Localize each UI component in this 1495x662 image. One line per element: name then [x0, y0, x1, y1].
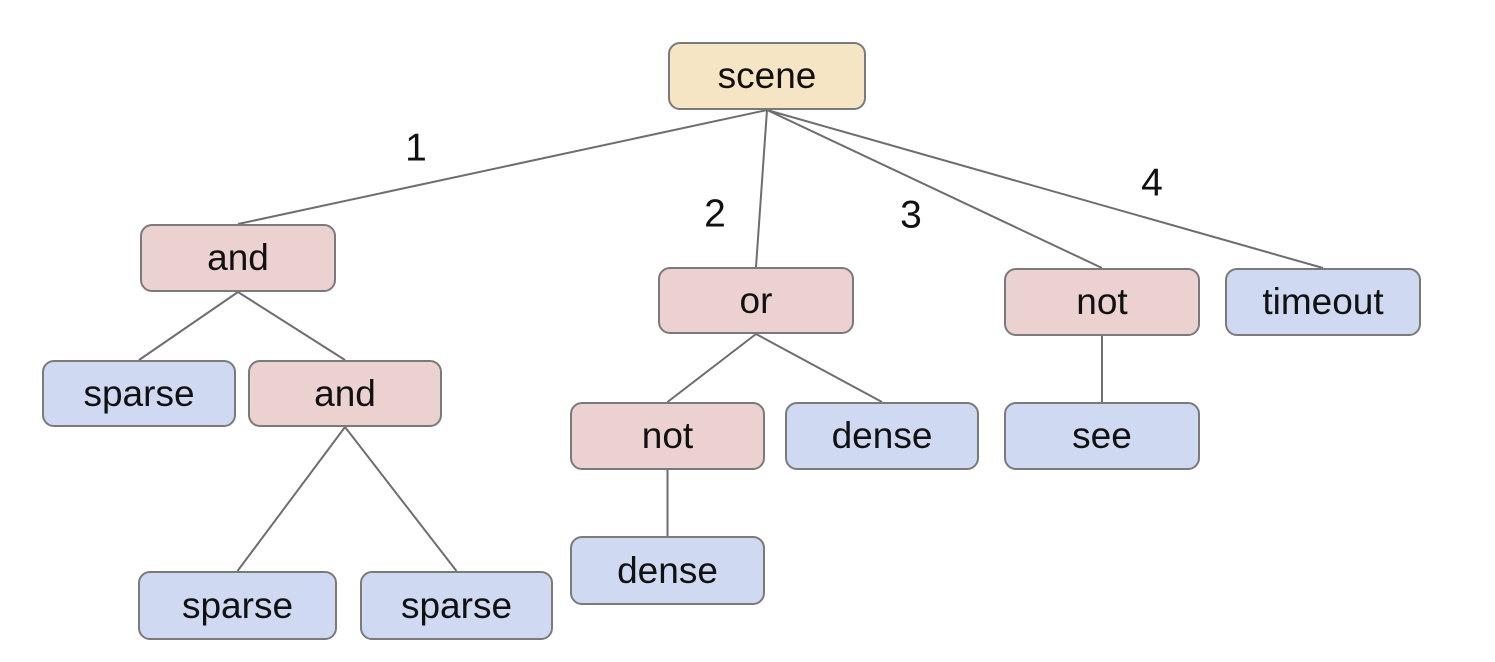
node-dense2: dense	[570, 536, 765, 605]
node-not2: not	[570, 402, 765, 470]
edge-label-1: 1	[405, 126, 427, 170]
node-dense1: dense	[785, 402, 979, 470]
edge-or1-not2	[666, 333, 757, 403]
edge-and1-and2	[237, 291, 346, 361]
node-see1: see	[1004, 402, 1200, 470]
edge-scene-and1	[237, 109, 768, 225]
node-sparse1: sparse	[42, 360, 236, 427]
edge-label-4: 4	[1141, 161, 1163, 205]
edge-and2-sparse2	[236, 426, 346, 572]
node-scene: scene	[668, 42, 866, 110]
edge-and2-sparse3	[344, 426, 458, 572]
edge-scene-not1	[766, 109, 1103, 269]
node-sparse3: sparse	[360, 571, 553, 640]
edge-label-3: 3	[900, 193, 922, 237]
node-or1: or	[658, 267, 854, 334]
node-timeout1: timeout	[1225, 268, 1421, 336]
edge-or1-dense1	[755, 333, 883, 403]
node-not1: not	[1004, 268, 1200, 336]
edge-scene-or1	[755, 109, 768, 268]
edge-and1-sparse1	[138, 291, 239, 361]
node-sparse2: sparse	[138, 571, 337, 640]
node-and2: and	[248, 360, 442, 427]
edge-label-2: 2	[704, 192, 726, 236]
node-and1: and	[140, 224, 336, 292]
edge-scene-timeout1	[766, 109, 1324, 269]
